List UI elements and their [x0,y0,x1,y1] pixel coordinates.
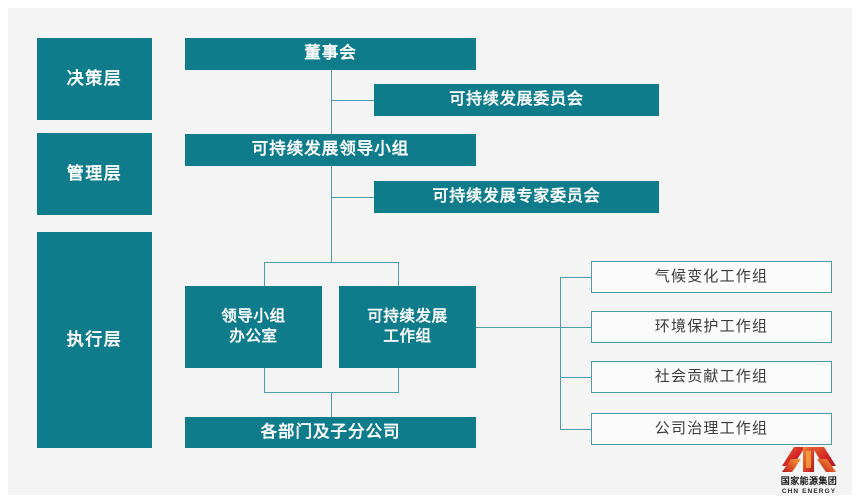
connector-office-down [264,368,265,392]
working-group-governance-label: 公司治理工作组 [654,420,769,438]
working-group-social-label: 社会贡献工作组 [654,368,769,386]
connector-spine-to-wg-environment [560,327,591,328]
node-expert-committee-label: 可持续发展专家委员会 [432,187,601,205]
connector-spine-to-wg-climate [560,277,591,278]
working-group-environment-label: 环境保护工作组 [654,318,769,336]
node-expert-committee[interactable]: 可持续发展专家委员会 [374,181,659,213]
connector-leadinggroup-to-expert [331,197,375,198]
working-group-climate[interactable]: 气候变化工作组 [591,261,832,293]
logo-name-cn: 国家能源集团 [780,476,838,486]
connector-execution-split-bar [264,262,399,263]
node-sustainability-committee[interactable]: 可持续发展委员会 [374,84,659,116]
connector-drop-to-office [264,262,265,286]
node-leading-group[interactable]: 可持续发展领导小组 [185,134,476,166]
node-board-label: 董事会 [304,44,357,63]
node-sustainability-working-group-line2: 工作组 [383,328,432,345]
node-leading-group-office-line1: 领导小组 [221,308,286,326]
connector-workinggroup-down [398,368,399,392]
layer-label-management: 管理层 [37,133,152,215]
node-sustainability-committee-label: 可持续发展委员会 [449,90,584,108]
node-board[interactable]: 董事会 [185,38,476,70]
connector-drop-to-working-group [398,262,399,286]
working-group-governance[interactable]: 公司治理工作组 [591,413,832,445]
node-leading-group-label: 可持续发展领导小组 [251,140,410,159]
layer-label-decision: 决策层 [37,38,152,120]
layer-label-decision-text: 决策层 [66,69,123,89]
logo-name-en: CHN ENERGY [781,488,837,495]
connector-spine-to-wg-governance [560,429,591,430]
chn-energy-mark-icon [782,447,836,472]
layer-label-execution-text: 执行层 [66,330,123,350]
company-logo: 国家能源集团 CHN ENERGY [772,445,846,495]
working-group-climate-label: 气候变化工作组 [654,268,769,286]
layer-label-execution: 执行层 [37,232,152,448]
working-group-social[interactable]: 社会贡献工作组 [591,361,832,393]
connector-spine-to-wg-social [560,377,591,378]
node-leading-group-office-line2: 办公室 [229,328,278,345]
node-departments-subsidiaries-label: 各部门及子分公司 [260,422,401,441]
node-sustainability-working-group[interactable]: 可持续发展 工作组 [339,286,476,368]
connector-board-to-committee [331,100,375,101]
node-sustainability-working-group-line1: 可持续发展 [367,308,448,326]
node-leading-group-office[interactable]: 领导小组 办公室 [185,286,322,368]
connector-workinggroup-to-spine [476,327,560,328]
working-group-environment[interactable]: 环境保护工作组 [591,311,832,343]
connector-merge-to-departments [331,392,332,417]
layer-label-management-text: 管理层 [66,164,123,184]
connector-working-groups-spine [560,277,561,429]
node-departments-subsidiaries[interactable]: 各部门及子分公司 [185,417,476,448]
